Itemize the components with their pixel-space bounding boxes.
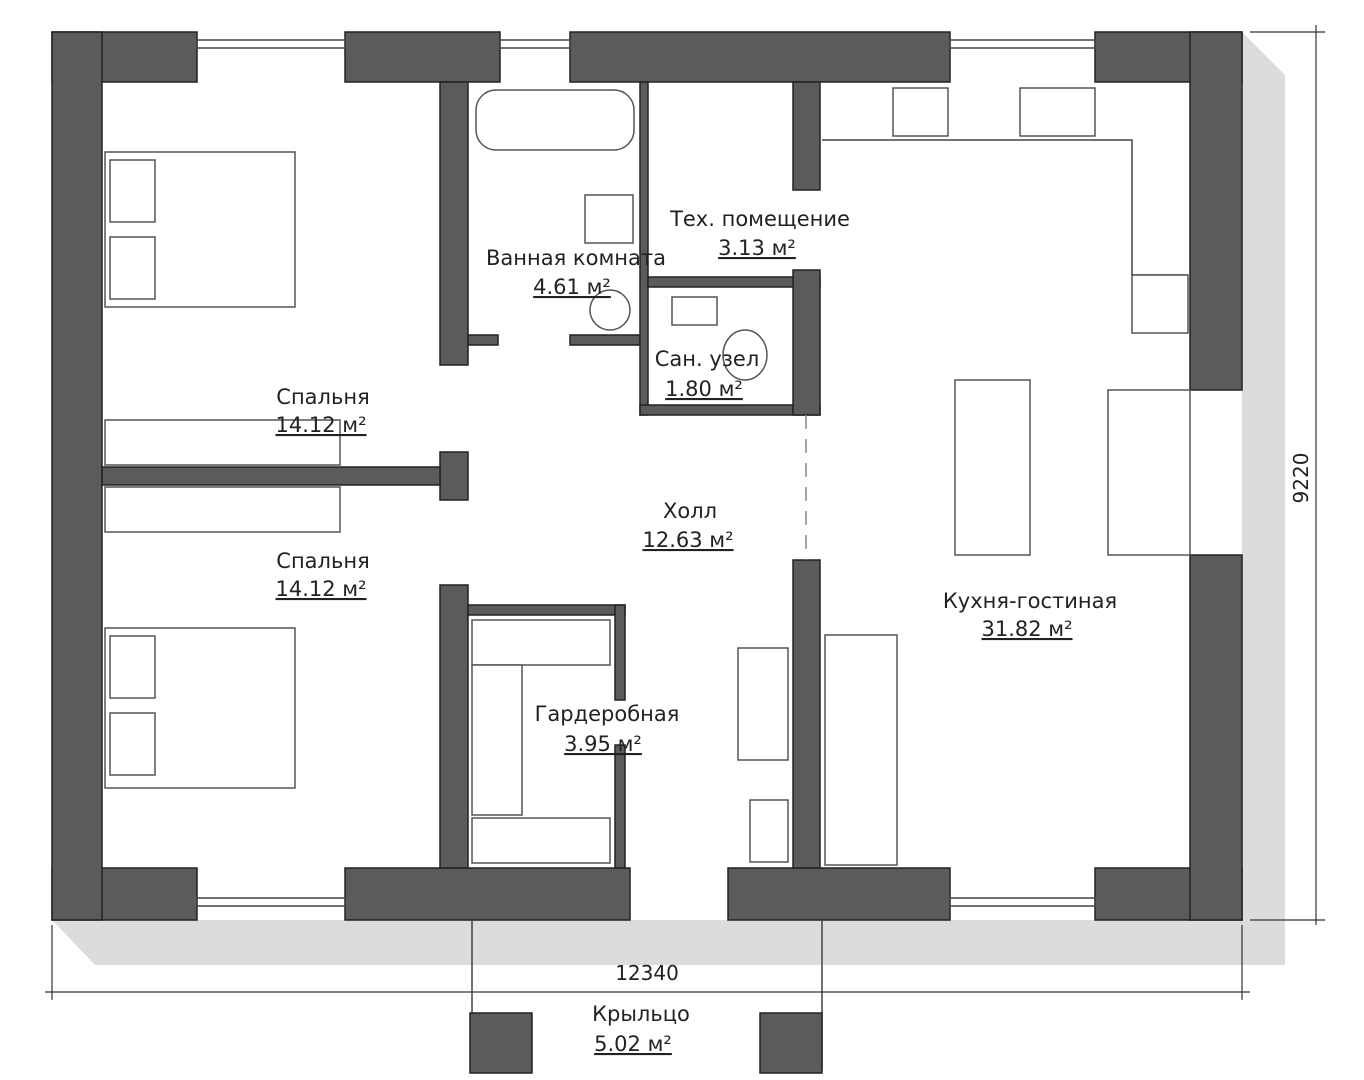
bathtub-icon [475,89,635,151]
porch [469,920,823,1074]
wardrobe-icon [104,486,341,533]
toilet-icon [722,329,768,381]
shoe-rack-icon [737,647,789,761]
washing-machine-icon [589,289,631,331]
windows [196,39,1096,907]
room-area: 3.13 м² [718,236,796,260]
kitchen-sink-icon [1019,87,1096,137]
room-area: 14.12 м² [275,577,366,601]
wardrobe-icon [104,419,341,466]
dimension-lines [45,25,1325,1000]
room-name: Гардеробная [535,702,680,726]
fridge-icon [1131,274,1189,334]
room-kitchen-living: Кухня-гостиная 31.82 м² [943,589,1117,641]
room-hall: Холл 12.63 м² [642,499,733,552]
room-bedroom-1: Спальня 14.12 м² [275,385,369,437]
room-name: Сан. узел [655,347,760,371]
room-bedroom-2: Спальня 14.12 м² [275,549,369,601]
dining-table-icon [954,379,1031,556]
room-name: Ванная комната [486,246,666,270]
furniture [104,87,1191,866]
room-area: 1.80 м² [665,377,743,401]
room-area: 31.82 м² [981,617,1072,641]
room-bathroom: Ванная комната 4.61 м² [486,246,666,299]
room-name: Кухня-гостиная [943,589,1117,613]
height-dimension: 9220 [1289,453,1313,504]
double-door-icon [1107,389,1191,556]
outer-walls [51,31,1243,921]
interior-walls [101,81,821,869]
room-porch: Крыльцо 5.02 м² [592,1002,690,1056]
sink-icon [671,296,718,326]
room-area: 14.12 м² [275,413,366,437]
room-name: Спальня [276,549,369,573]
sofa-icon [824,634,898,866]
room-name: Холл [663,499,717,523]
cabinet-icon [749,799,789,863]
width-dimension: 12340 [615,961,679,985]
sink-icon [584,194,634,244]
stove-icon [892,87,949,137]
room-name: Спальня [276,385,369,409]
room-area: 3.95 м² [564,732,642,756]
room-area: 4.61 м² [533,275,611,299]
room-utility: Тех. помещение 3.13 м² [669,207,850,260]
room-name: Тех. помещение [669,207,850,231]
room-dressing: Гардеробная 3.95 м² [535,702,680,756]
room-area: 12.63 м² [642,528,733,552]
room-area: 5.02 м² [594,1032,672,1056]
room-toilet: Сан. узел 1.80 м² [655,347,760,401]
room-name: Крыльцо [592,1002,690,1026]
